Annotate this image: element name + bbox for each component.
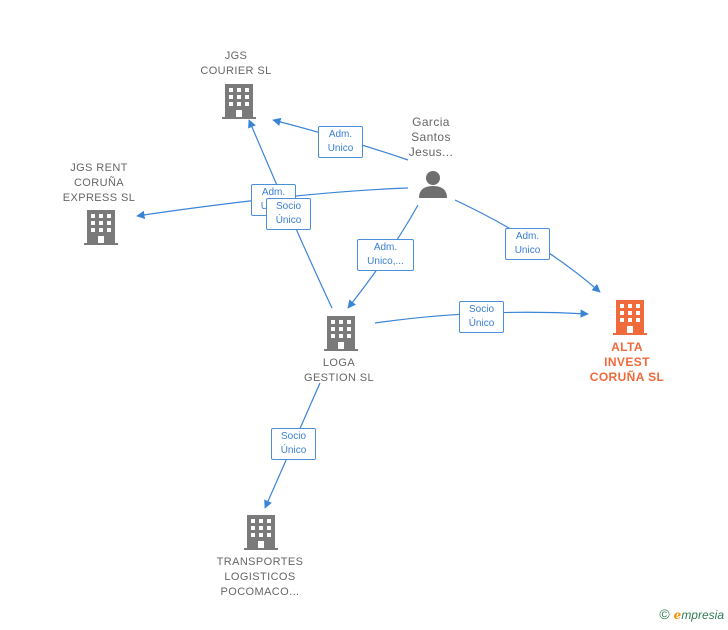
building-icon[interactable] — [324, 316, 358, 351]
edge-label-adm-courier[interactable]: Adm. Unico — [318, 126, 363, 158]
node-label-jgs-courier[interactable]: JGS COURIER SL — [200, 50, 272, 77]
building-icon[interactable] — [613, 300, 647, 335]
person-icon[interactable] — [419, 171, 447, 198]
building-icon[interactable] — [222, 84, 256, 119]
edge-label-adm-loga[interactable]: Adm. Unico,... — [357, 239, 414, 271]
brand-initial: e — [673, 608, 682, 622]
copyright-symbol: © — [659, 606, 670, 622]
node-label-jgs-rent[interactable]: JGS RENT CORUÑA EXPRESS SL — [62, 162, 136, 204]
node-label-person[interactable]: Garcia Santos Jesus... — [408, 115, 454, 159]
edge-label-socio-courier[interactable]: Socio Único — [266, 198, 311, 230]
edge-label-socio-transportes[interactable]: Socio Único — [271, 428, 316, 460]
building-icon[interactable] — [84, 210, 118, 245]
node-label-transportes[interactable]: TRANSPORTES LOGISTICOS POCOMACO... — [216, 556, 304, 598]
node-label-alta[interactable]: ALTA INVEST CORUÑA SL — [589, 340, 665, 384]
edge-label-socio-alta[interactable]: Socio Único — [459, 301, 504, 333]
empresia-logo[interactable]: ©empresia — [659, 606, 724, 622]
edge-label-adm-alta[interactable]: Adm. Unico — [505, 228, 550, 260]
building-icon[interactable] — [244, 515, 278, 550]
node-label-loga[interactable]: LOGA GESTION SL — [303, 357, 375, 384]
brand-name: mpresia — [681, 608, 724, 622]
